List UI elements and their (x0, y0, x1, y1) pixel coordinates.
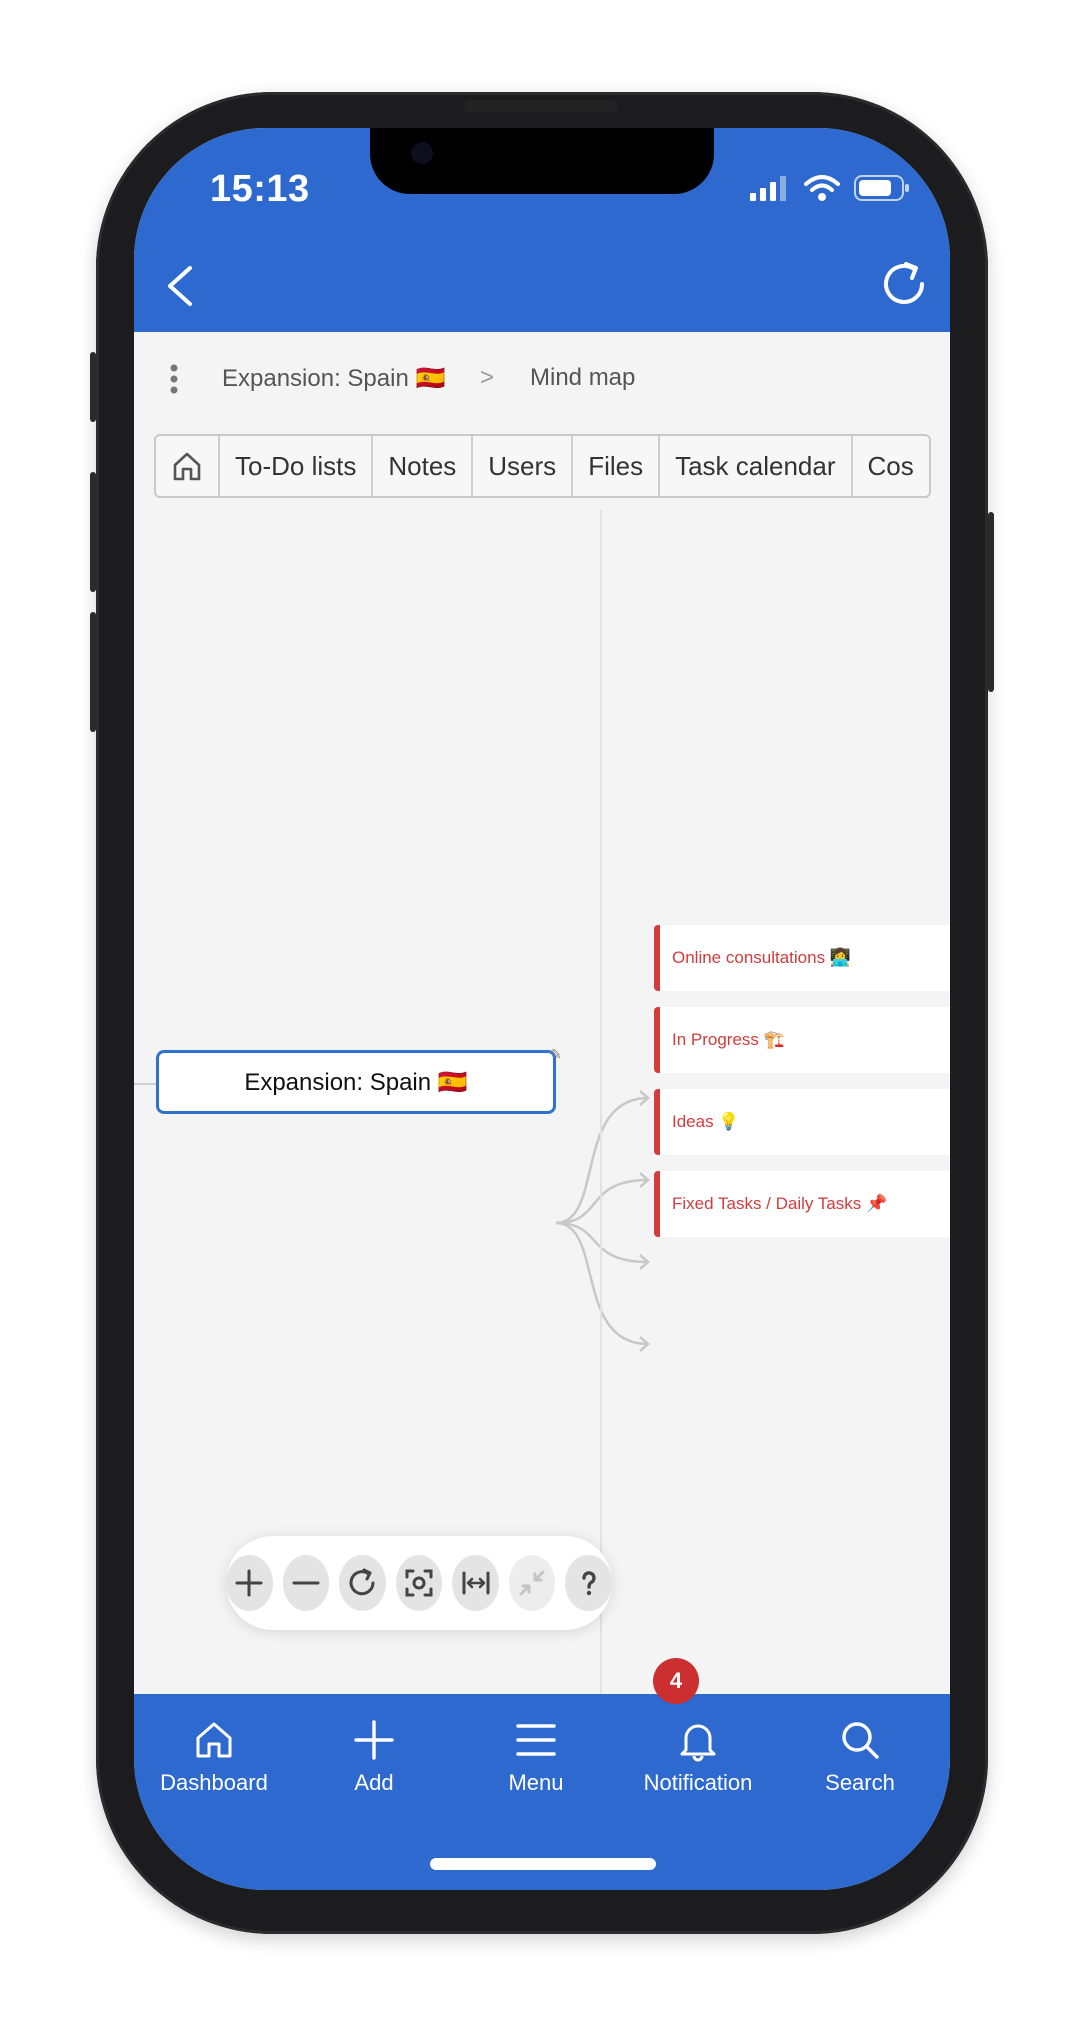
breadcrumb-separator: > (480, 364, 495, 391)
nav-menu-label: Menu (508, 1770, 564, 1795)
nav-notification-label: Notification (643, 1770, 753, 1795)
speaker-grille (464, 100, 618, 112)
question-mark-icon (582, 1571, 596, 1596)
cellular-signal-icon (750, 176, 786, 201)
reset-view-button[interactable] (339, 1555, 386, 1611)
mindmap-child-node[interactable]: Fixed Tasks / Daily Tasks 📌 (654, 1171, 950, 1237)
mindmap-center-guide (600, 510, 602, 1710)
mindmap-left-connector (134, 1083, 156, 1085)
volume-up-button (90, 472, 96, 592)
nav-dashboard[interactable]: Dashboard (144, 1718, 284, 1796)
status-icons (750, 174, 910, 202)
wifi-icon (804, 175, 840, 201)
nav-add-label: Add (354, 1770, 394, 1795)
rotate-icon (349, 1568, 375, 1596)
zoom-out-button[interactable] (282, 1555, 330, 1611)
home-indicator[interactable] (430, 1858, 656, 1870)
plus-icon (354, 1720, 394, 1760)
zoom-in-button[interactable] (225, 1555, 273, 1611)
nav-add[interactable]: Add (304, 1718, 444, 1796)
app-screen: 15:13 (134, 128, 950, 1890)
front-camera (411, 142, 433, 164)
breadcrumb-project[interactable]: Expansion: Spain 🇪🇸 (222, 365, 446, 392)
home-icon (173, 452, 201, 481)
notification-count-badge: 4 (653, 1658, 699, 1704)
help-button[interactable] (565, 1555, 613, 1611)
home-icon (196, 1722, 232, 1758)
status-time: 15:13 (210, 168, 310, 210)
search-icon (842, 1722, 879, 1759)
tab-files[interactable]: Files (573, 436, 661, 496)
mute-switch (90, 352, 96, 422)
tab-home[interactable] (156, 436, 220, 496)
power-button (988, 512, 994, 692)
plus-icon (235, 1569, 263, 1597)
collapse-button[interactable] (508, 1555, 556, 1611)
nav-notification[interactable]: Notification (628, 1718, 768, 1796)
tab-costs[interactable]: Cos (867, 451, 914, 481)
refresh-icon[interactable] (876, 256, 932, 312)
mindmap-child-node[interactable]: Online consultations 👩‍💻 (654, 925, 950, 991)
mindmap-connectors (555, 1090, 650, 1352)
nav-search[interactable]: Search (790, 1718, 930, 1796)
focus-icon (405, 1569, 433, 1597)
collapse-icon (519, 1570, 545, 1596)
nav-search-label: Search (825, 1770, 895, 1795)
bottom-navigation: Dashboard Add Menu Notification Search (134, 1694, 950, 1890)
edit-pencil-icon[interactable]: ✎ (550, 1046, 562, 1062)
breadcrumb: Expansion: Spain 🇪🇸 > Mind map (134, 350, 950, 406)
bell-icon (680, 1724, 716, 1762)
nav-menu[interactable]: Menu (466, 1718, 606, 1796)
mindmap-toolbar (225, 1536, 613, 1630)
mindmap-root-node[interactable]: Expansion: Spain 🇪🇸 (156, 1050, 556, 1114)
fit-width-icon (462, 1571, 490, 1595)
battery-icon (854, 175, 909, 201)
hamburger-menu-icon (516, 1724, 556, 1756)
minus-icon (292, 1581, 320, 1585)
mindmap-child-node[interactable]: In Progress 🏗️ (654, 1007, 950, 1073)
breadcrumb-current: Mind map (530, 364, 636, 391)
center-view-button[interactable] (395, 1555, 443, 1611)
tab-todo-lists[interactable]: To-Do lists (220, 436, 374, 496)
tab-task-calendar[interactable]: Task calendar (660, 436, 853, 496)
fit-width-button[interactable] (452, 1555, 499, 1611)
more-vertical-icon[interactable] (170, 364, 178, 394)
nav-dashboard-label: Dashboard (160, 1770, 268, 1795)
tab-notes[interactable]: Notes (373, 436, 474, 496)
tab-users[interactable]: Users (473, 436, 574, 496)
tab-bar: To-Do lists Notes Users Files Task calen… (154, 434, 931, 498)
volume-down-button (90, 612, 96, 732)
mindmap-child-node[interactable]: Ideas 💡 (654, 1089, 950, 1155)
back-chevron-icon[interactable] (158, 262, 206, 310)
